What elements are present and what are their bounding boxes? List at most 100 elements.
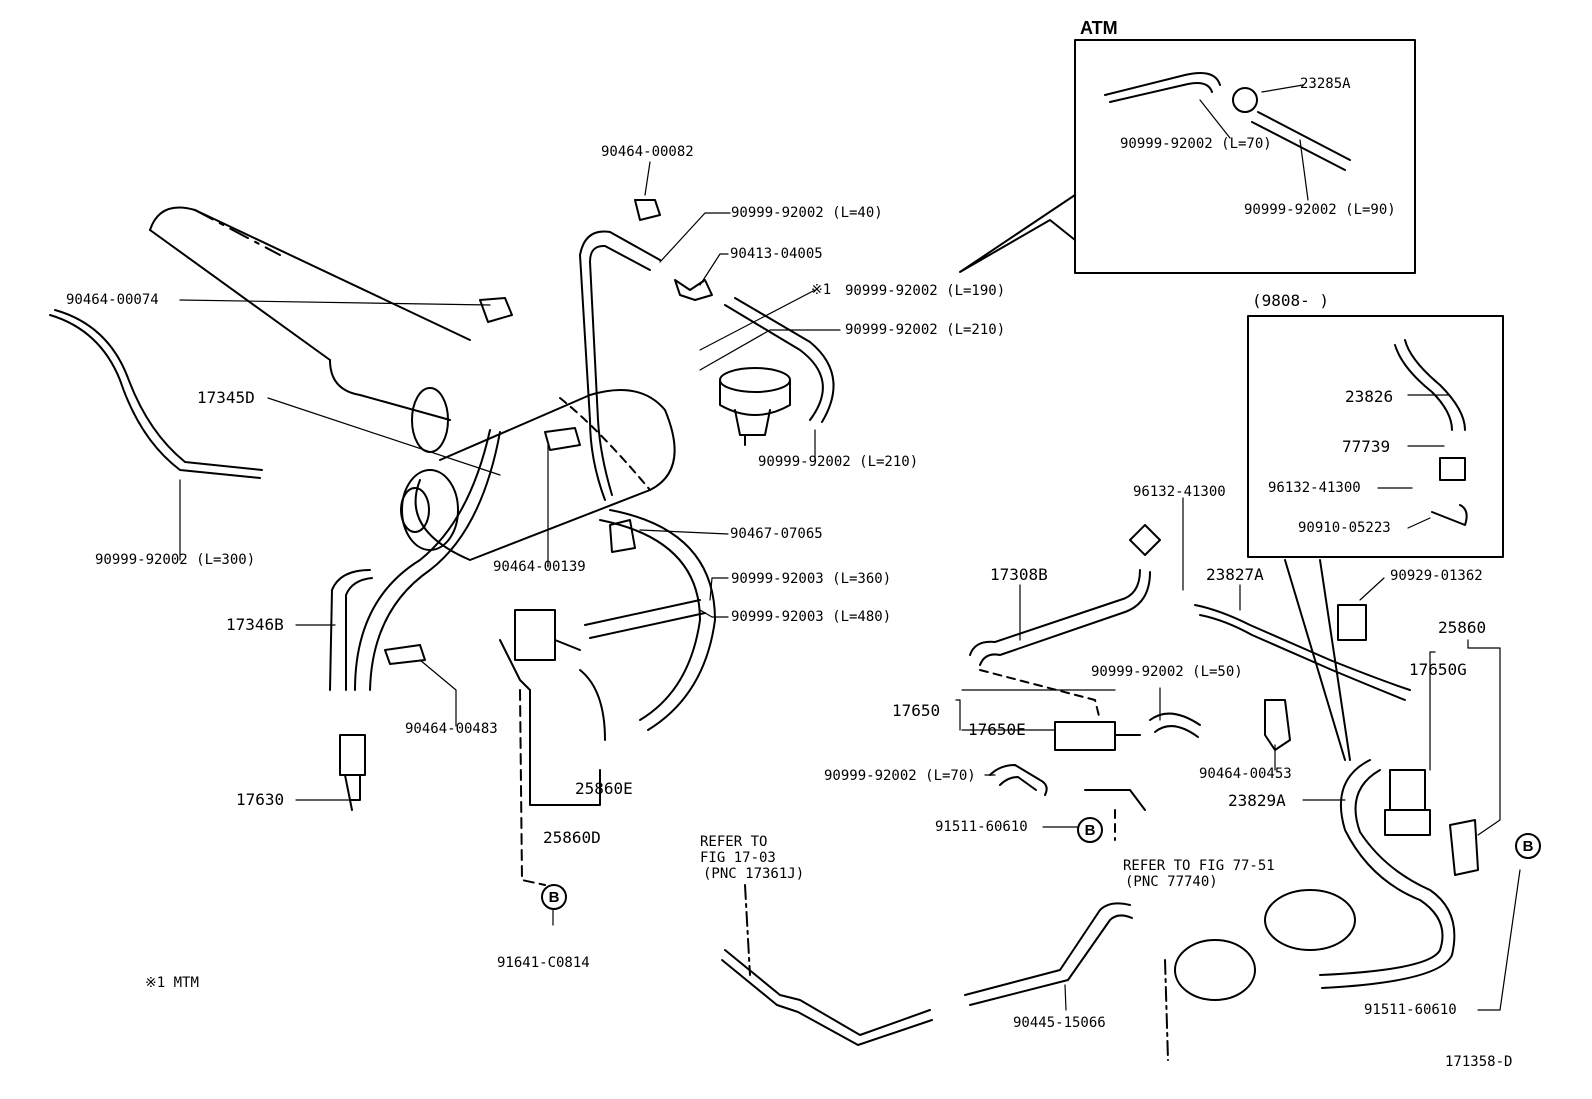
- label-23829A: 23829A: [1228, 791, 1286, 810]
- hose-17308B: [969, 524, 1161, 666]
- atm-hose-l90: [1257, 111, 1351, 161]
- atm-hose-l90-inner: [1251, 121, 1346, 171]
- label-atm-l90: 90999-92002 (L=90): [1244, 202, 1396, 218]
- label-23285A: 23285A: [1300, 76, 1351, 92]
- refer-1703-line3: (PNC 17361J): [703, 866, 805, 882]
- clamp-77740-b: [1264, 889, 1356, 951]
- hose-l50-inner: [1154, 725, 1199, 738]
- refer-1703-line2: FIG 17-03: [700, 850, 776, 866]
- leader-1703: [744, 884, 751, 976]
- label-90999-92003-l480: 90999-92003 (L=480): [731, 609, 892, 625]
- label-90999-92003-l360: 90999-92003 (L=360): [731, 571, 892, 587]
- hose-23827A-inner: [1199, 614, 1406, 701]
- hose-l300-inner: [54, 309, 263, 471]
- label-90999-l50: 90999-92002 (L=50): [1091, 664, 1243, 680]
- box-9808-pointer: [1284, 559, 1346, 761]
- label-90464-00139: 90464-00139: [493, 559, 586, 575]
- label-25860E: 25860E: [575, 779, 633, 798]
- clip-90464-00483: [384, 644, 426, 665]
- box-9808-title: (9808- ): [1252, 291, 1330, 310]
- label-91641-C0814: 91641-C0814: [497, 955, 590, 971]
- label-90999-l300: 90999-92002 (L=300): [95, 552, 256, 568]
- leader-dash-17650: [979, 669, 1101, 721]
- label-90464-00453: 90464-00453: [1199, 766, 1292, 782]
- label-17345D: 17345D: [197, 388, 255, 407]
- hose-l210-right-inner: [734, 297, 835, 423]
- clamp-77740-a: [1174, 939, 1256, 1001]
- footnote-mtm: ※1 MTM: [145, 975, 199, 991]
- label-90999-l210-b: 90999-92002 (L=210): [758, 454, 919, 470]
- hose-l70: [989, 764, 1048, 796]
- hose-mid-long: [354, 429, 491, 691]
- label-17650G: 17650G: [1409, 660, 1467, 679]
- hose-23829A: [1319, 759, 1444, 976]
- hose-l360: [599, 519, 701, 721]
- refer-7751-line2: (PNC 77740): [1125, 874, 1218, 890]
- label-90999-l70: 90999-92002 (L=70): [824, 768, 976, 784]
- hose-l50: [1149, 712, 1201, 726]
- label-23827A: 23827A: [1206, 565, 1264, 584]
- atm-hose-l70-inner: [1109, 82, 1213, 103]
- pipe-refer-1703-inner: [721, 959, 933, 1046]
- insert-hose-05223: [1431, 504, 1468, 526]
- atm-hose-l70: [1104, 72, 1221, 96]
- hose-17346B: [329, 569, 371, 691]
- clip-90464-00074: [479, 297, 513, 323]
- label-91511-60610-b: 91511-60610: [1364, 1002, 1457, 1018]
- hose-l480-inner: [589, 612, 706, 639]
- hose-23829A-inner: [1321, 769, 1456, 989]
- label-90929-01362: 90929-01362: [1390, 568, 1483, 584]
- atm-box-pointer: [959, 194, 1076, 273]
- atm-valve-23285A: [1232, 87, 1258, 113]
- hose-mid-long-inner: [369, 431, 501, 691]
- label-90464-00483: 90464-00483: [405, 721, 498, 737]
- valve-25860E: [499, 609, 606, 806]
- label-96132-41300: 96132-41300: [1133, 484, 1226, 500]
- label-17650: 17650: [892, 701, 941, 720]
- box-9808: [1247, 315, 1504, 558]
- hose-l300: [49, 314, 261, 479]
- refer-1703-line1: REFER TO: [700, 834, 768, 850]
- insert-hose-23826-inner: [1394, 344, 1453, 431]
- label-17630: 17630: [236, 790, 285, 809]
- ref-mark-b-2: B: [1077, 817, 1103, 843]
- ref-mark-b-1: B: [541, 884, 567, 910]
- bracket-90464-00453: [1264, 699, 1291, 751]
- leader-dash-b1: [519, 689, 546, 886]
- fitting-90413-04005: [674, 279, 713, 301]
- atm-box: [1074, 39, 1416, 274]
- label-90999-l40: 90999-92002 (L=40): [731, 205, 883, 221]
- label-90999-l190: 90999-92002 (L=190): [845, 283, 1006, 299]
- insert-hose-23826: [1404, 339, 1466, 431]
- connector-90929-01362: [1337, 604, 1367, 641]
- hose-l70-inner: [999, 776, 1037, 791]
- label-atm-l70: 90999-92002 (L=70): [1120, 136, 1272, 152]
- label-90464-00074: 90464-00074: [66, 292, 159, 308]
- sensor-17630: [339, 734, 366, 811]
- label-17650E: 17650E: [968, 720, 1026, 739]
- valve-17650E: [1054, 721, 1146, 811]
- clip-90464-00082: [634, 199, 661, 221]
- atm-box-title: ATM: [1080, 18, 1118, 38]
- figure-code: 171358-D: [1445, 1054, 1513, 1070]
- air-intake-tube: [149, 206, 471, 453]
- clip-90467-07065: [609, 519, 636, 553]
- label-mark1: ※1: [811, 282, 832, 298]
- loop-hose: [579, 230, 661, 501]
- label-90467-07065: 90467-07065: [730, 526, 823, 542]
- box-9808-pointer2: [1319, 559, 1351, 761]
- label-90464-00082: 90464-00082: [601, 144, 694, 160]
- label-91511-60610-a: 91511-60610: [935, 819, 1028, 835]
- hose-l210-right: [724, 304, 824, 421]
- label-25860: 25860: [1438, 618, 1487, 637]
- pipe-refer-1703: [724, 949, 931, 1036]
- label-25860D: 25860D: [543, 828, 601, 847]
- label-90999-l210-a: 90999-92002 (L=210): [845, 322, 1006, 338]
- hose-17346B-inner: [345, 577, 373, 691]
- clip-90464-00139: [544, 427, 581, 451]
- hose-90445-15066-inner: [969, 914, 1133, 1006]
- hose-23827A: [1194, 604, 1411, 691]
- leader-lines: [179, 84, 1521, 1011]
